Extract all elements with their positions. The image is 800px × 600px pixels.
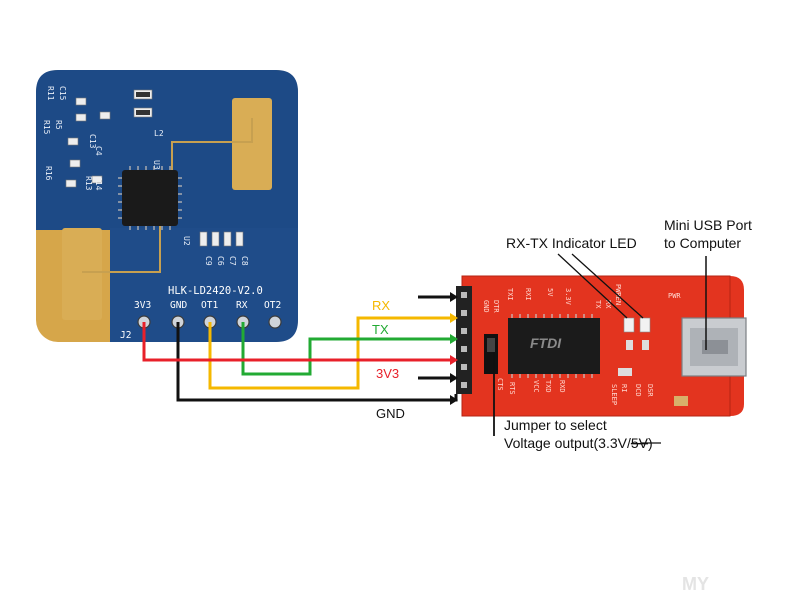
wire-rx xyxy=(208,316,456,390)
comp-label: R16 xyxy=(44,166,53,181)
silk-text: SLEEP xyxy=(610,384,618,405)
led-1 xyxy=(623,317,635,333)
comp-label: R5 xyxy=(54,120,63,130)
wire-label-gnd: GND xyxy=(376,406,405,421)
led-annotation: RX-TX Indicator LED xyxy=(506,235,637,251)
silk-text: CTS xyxy=(496,378,504,391)
ftdi-chip xyxy=(508,318,600,374)
silk-text: TXD xyxy=(544,380,552,393)
antenna-pad-left xyxy=(62,228,102,320)
annotation-usb: Mini USB Port to Computer xyxy=(664,217,752,350)
board-title: HLK-LD2420-V2.0 xyxy=(168,285,263,297)
silk-text: PWR xyxy=(668,292,681,300)
pin-label-ot1: OT1 xyxy=(201,300,218,311)
jumper-text-prefix: Voltage output(3.3V/ xyxy=(504,435,631,451)
jumper-text-struck: 5V xyxy=(631,435,649,451)
annotation-leds: RX-TX Indicator LED xyxy=(506,235,644,319)
silk-text: RXI xyxy=(524,288,532,301)
silk-text: RX xyxy=(604,300,612,309)
silk-text: GND xyxy=(482,300,490,313)
silk-text: TXI xyxy=(506,288,514,301)
comp-label: C13 xyxy=(88,134,97,149)
silk-text: DTR xyxy=(492,300,500,313)
silk-text: 5V xyxy=(546,288,554,297)
jumper-annotation-line2: Voltage output(3.3V/5V) xyxy=(504,435,653,451)
wire-tx xyxy=(241,322,456,376)
wire-label-3v3: 3V3 xyxy=(376,366,399,381)
led-2 xyxy=(639,317,651,333)
wires xyxy=(142,292,458,405)
comp-label: R15 xyxy=(42,120,51,135)
header-pins xyxy=(137,315,282,329)
wire-label-rx: RX xyxy=(372,298,390,313)
comp-label: L2 xyxy=(154,129,164,138)
silk-text: PWREN xyxy=(614,284,622,305)
ftdi-adapter: FTDI GND DTR TXI RXI 5V 3.3V RTS PWREN R… xyxy=(456,275,747,417)
wire-label-tx: TX xyxy=(372,322,389,337)
comp-label: C4 xyxy=(94,146,103,156)
comp-label: C6 xyxy=(216,256,225,266)
watermark: MY xyxy=(682,574,709,594)
chip-brand: FTDI xyxy=(530,335,562,351)
silk-text: VCC xyxy=(532,380,540,393)
usb-annotation-line2: to Computer xyxy=(664,235,741,251)
pin-label-gnd: GND xyxy=(170,300,187,311)
pin-label-3v3: 3V3 xyxy=(134,300,151,311)
radar-chip xyxy=(122,170,178,226)
comp-label: U3 xyxy=(152,160,161,170)
chip-label: U2 xyxy=(182,236,191,246)
silk-text: 3.3V xyxy=(564,288,572,306)
usb-annotation-line1: Mini USB Port xyxy=(664,217,752,233)
sensor-board: R11 C15 R15 R5 C13 L2 U3 C4 R16 R13 C14 … xyxy=(36,70,298,342)
silk-text: RI xyxy=(620,384,628,392)
jumper-annotation-line1: Jumper to select xyxy=(504,417,607,433)
comp-label: R13 xyxy=(84,176,93,191)
comp-label: C7 xyxy=(228,256,237,266)
comp-label: C8 xyxy=(240,256,249,266)
comp-label: C14 xyxy=(94,176,103,191)
antenna-pad-right xyxy=(232,98,272,190)
silk-text: TX xyxy=(594,300,602,309)
silk-text: DSR xyxy=(646,384,654,397)
silk-text: DCD xyxy=(634,384,642,397)
header-label: J2 xyxy=(120,330,131,341)
comp-label: C9 xyxy=(204,256,213,266)
comp-label: C15 xyxy=(58,86,67,101)
pin-label-rx: RX xyxy=(236,300,248,311)
pin-label-ot2: OT2 xyxy=(264,300,281,311)
silk-text: RXD xyxy=(558,380,566,393)
annotation-jumper: Jumper to select Voltage output(3.3V/5V) xyxy=(493,352,661,451)
adapter-pin-header xyxy=(456,286,472,394)
silk-text: RTS xyxy=(508,382,516,395)
wire-3v3 xyxy=(142,322,456,362)
comp-label: R11 xyxy=(46,86,55,101)
